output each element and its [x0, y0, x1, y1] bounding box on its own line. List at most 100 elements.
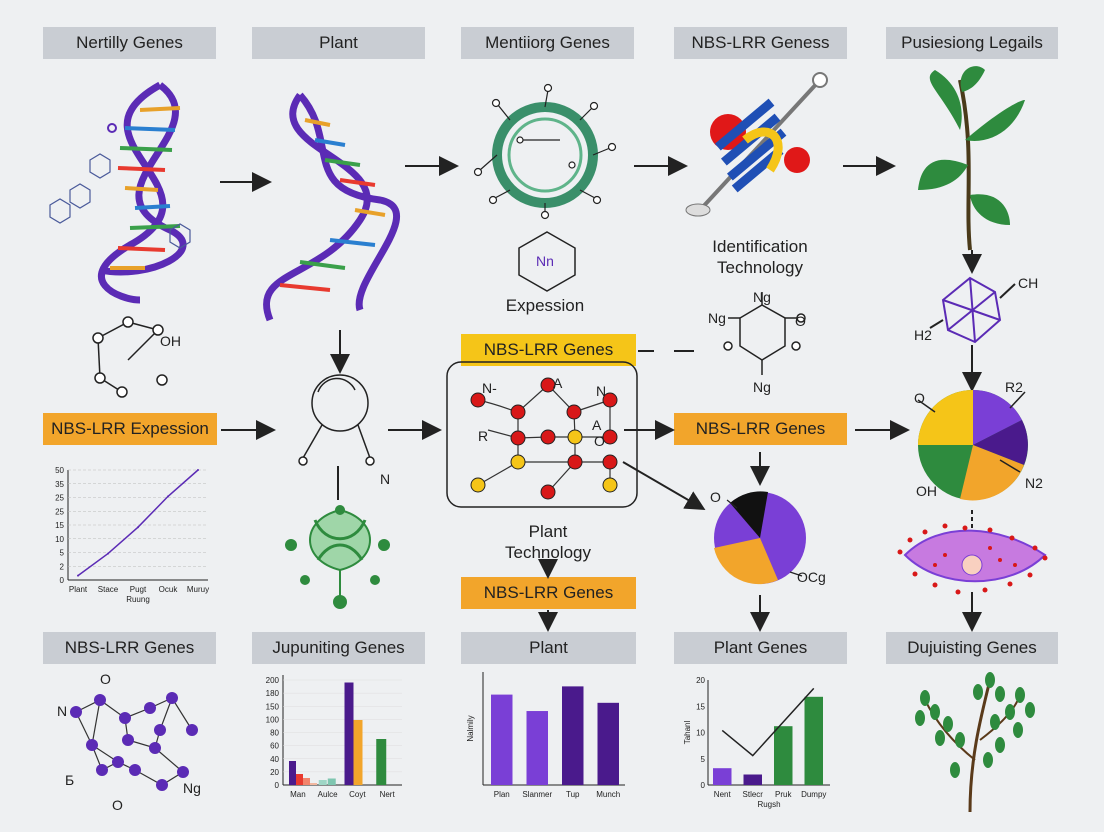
- y-tick-label: 180: [266, 689, 280, 698]
- purple-crystal-icon: [929, 276, 1016, 344]
- ocg-label: OCg: [797, 569, 826, 585]
- bar: [310, 783, 317, 785]
- ch-label: CH: [1018, 275, 1038, 291]
- bar: [296, 774, 303, 785]
- bar: [562, 686, 584, 785]
- y-tick-label: 15: [55, 521, 64, 530]
- x-tick-label: Nert: [380, 790, 396, 799]
- header-label-4: NBS-LRR Geness: [674, 27, 847, 59]
- y-tick-label: 2: [60, 562, 65, 571]
- y-tick-label: 35: [55, 480, 64, 489]
- bottom-header-3: Plant: [461, 632, 636, 664]
- y-tick-label: 5: [701, 755, 706, 764]
- expression-label: Expession: [505, 296, 585, 315]
- y-tick-label: 80: [270, 729, 279, 738]
- y-tick-label: 5: [60, 549, 65, 558]
- bl-o-label: O: [100, 671, 111, 687]
- o-black-label: O: [710, 489, 721, 505]
- net-o-label: O: [594, 433, 605, 449]
- x-tick-label: Man: [290, 790, 306, 799]
- molecular-network-icon: N- A N R A O: [446, 361, 638, 508]
- nbs-lrr-expression-label: NBS-LRR Expession: [43, 413, 217, 445]
- y-tick-label: 25: [55, 494, 64, 503]
- o-hex-label: O: [795, 313, 806, 329]
- y-tick-label: 40: [270, 755, 279, 764]
- net-a1-label: A: [553, 375, 563, 391]
- bar: [743, 774, 762, 785]
- bar: [376, 739, 387, 785]
- x-tick-label: Pruk: [775, 790, 792, 799]
- header-label-1: Nertilly Genes: [43, 27, 216, 59]
- y-tick-label: 200: [266, 676, 280, 685]
- bar: [289, 761, 296, 785]
- y-tick-label: 60: [270, 742, 279, 751]
- bl-n-label: N: [57, 703, 67, 719]
- x-tick-label: Aulce: [318, 790, 339, 799]
- y-tick-label: 10: [696, 729, 705, 738]
- x-tick-label: Slanmer: [522, 790, 552, 799]
- y-tick-label: 50: [55, 466, 64, 475]
- line-point: [137, 526, 139, 529]
- dna-helix-icon-2: [263, 92, 400, 322]
- flow-arrows: [220, 156, 982, 632]
- protein-ring-icon: [473, 83, 617, 220]
- line-point: [197, 469, 199, 471]
- bar: [327, 778, 336, 785]
- bottom-network-icon: O N Б O Ng: [57, 671, 201, 813]
- net-a2-label: A: [592, 417, 602, 433]
- bar: [353, 720, 363, 785]
- ng-bottom-label: Ng: [753, 379, 771, 395]
- bl-b-label: Б: [65, 772, 74, 788]
- bottom-header-2: Jupuniting Genes: [252, 632, 425, 664]
- bar: [526, 711, 548, 785]
- nbs-lrr-yellow-label: NBS-LRR Genes: [461, 334, 636, 366]
- header-label-3: Mentiiorg Genes: [461, 27, 634, 59]
- y-tick-label: 150: [266, 702, 280, 711]
- y-tick-label: 0: [275, 781, 280, 790]
- technology-label: Technology: [716, 258, 803, 277]
- y-tick-label: 25: [55, 507, 64, 516]
- open-ring-icon: [298, 374, 375, 466]
- x-tick-label: Nent: [714, 790, 732, 799]
- x-tick-label: Dumpy: [801, 790, 826, 799]
- x-tick-label: Munch: [596, 790, 620, 799]
- bottom-header-1: NBS-LRR Genes: [43, 632, 216, 664]
- x-tick-label: Pugt: [130, 585, 147, 594]
- bar: [303, 778, 310, 785]
- x-tick-label: Ocuk: [159, 585, 179, 594]
- nn-hexagon-icon: Nn: [518, 231, 576, 292]
- y-tick-label: 0: [701, 781, 706, 790]
- bottom-header-5: Dujuisting Genes: [886, 632, 1058, 664]
- line-point: [107, 552, 109, 555]
- h2-label: H2: [914, 327, 932, 343]
- net-n2-label: N: [596, 383, 606, 399]
- x-tick-label: Coyt: [349, 790, 366, 799]
- x-tick-label: Muruy: [187, 585, 209, 594]
- y-axis-label: Nalmily: [466, 715, 475, 741]
- nn-hex-label: Nn: [536, 253, 554, 269]
- o-pie-label: O: [914, 390, 925, 406]
- bar: [344, 682, 354, 785]
- y-tick-label: 0: [60, 576, 65, 585]
- oh-pie-label: OH: [916, 483, 937, 499]
- nbs-lrr-orange-right-label: NBS-LRR Genes: [674, 413, 847, 445]
- x-tick-label: Plan: [494, 790, 510, 799]
- plant-label: Plant: [528, 522, 568, 541]
- nbs-lrr-protein-icon: [685, 72, 828, 217]
- line-point: [167, 495, 169, 498]
- bar: [713, 768, 732, 785]
- bar: [597, 702, 619, 785]
- x-axis-label: Rugsh: [757, 800, 780, 809]
- n-label-left: N: [380, 471, 390, 487]
- cyclohexane-molecule-icon: [723, 292, 806, 375]
- header-label-5: Pusiesiong Legails: [886, 27, 1058, 59]
- x-tick-label: Tup: [566, 790, 580, 799]
- x-tick-label: Plant: [69, 585, 88, 594]
- n2-label: N2: [1025, 475, 1043, 491]
- y-tick-label: 20: [696, 676, 705, 685]
- bar: [491, 694, 513, 785]
- green-flower-icon: [285, 505, 390, 609]
